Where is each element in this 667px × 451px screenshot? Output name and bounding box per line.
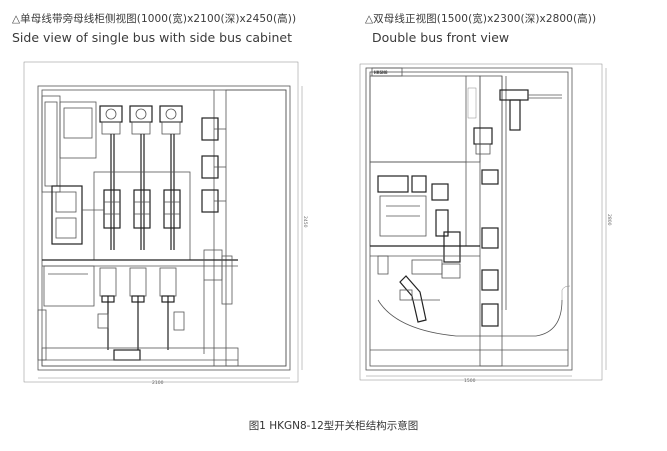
breaker-poles <box>103 134 181 250</box>
left-caption-en: Side view of single bus with side bus ca… <box>12 30 292 45</box>
height-dimension-label-right: 2800 <box>606 214 612 226</box>
nameplate-label: HKGN8 <box>374 70 388 76</box>
width-dimension-label: 2100 <box>152 380 164 386</box>
switch-mechanism <box>377 175 449 237</box>
side-bus-insulators <box>201 117 226 213</box>
single-bus-side-view-drawing: 2450 2100 <box>23 61 308 386</box>
right-caption-en: Double bus front view <box>372 30 510 45</box>
width-dimension-label-right: 1500 <box>464 378 476 384</box>
height-dimension-label: 2450 <box>302 216 308 228</box>
lower-cable-poles <box>97 267 185 350</box>
lower-bushing <box>399 275 440 323</box>
right-caption-cn: △双母线正视图(1500(宽)x2300(深)x2800(高)) <box>365 13 597 25</box>
upper-insulators <box>99 105 183 135</box>
upper-right-insulators <box>473 89 562 155</box>
double-bus-front-view-drawing: HKGN8 <box>359 63 612 384</box>
right-column-insulators <box>481 169 499 327</box>
figure-caption: 图1 HKGN8-12型开关柜结构示意图 <box>248 420 419 432</box>
left-caption-cn: △单母线带旁母线柜侧视图(1000(宽)x2100(深)x2450(高)) <box>12 13 297 25</box>
